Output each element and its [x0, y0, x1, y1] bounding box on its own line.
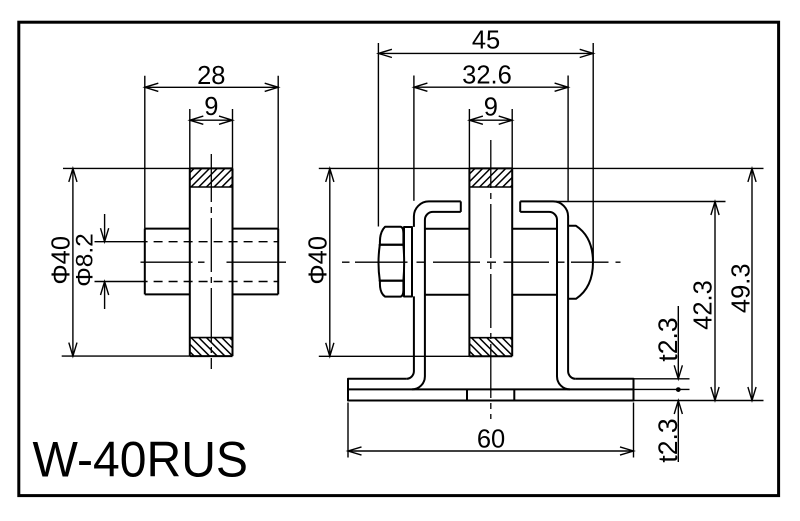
svg-text:28: 28	[197, 62, 225, 90]
svg-text:42.3: 42.3	[689, 280, 717, 330]
svg-text:Φ40: Φ40	[48, 236, 76, 285]
svg-text:t2.3: t2.3	[653, 418, 683, 462]
svg-text:9: 9	[484, 94, 498, 122]
svg-text:Φ40: Φ40	[304, 236, 332, 285]
svg-text:9: 9	[204, 93, 218, 121]
svg-text:32.6: 32.6	[462, 62, 512, 90]
svg-text:Φ8.2: Φ8.2	[72, 233, 99, 287]
svg-text:45: 45	[472, 27, 500, 55]
svg-text:t2.3: t2.3	[653, 317, 683, 361]
svg-text:49.3: 49.3	[728, 263, 756, 313]
svg-text:60: 60	[477, 426, 505, 454]
svg-text:W-40RUS: W-40RUS	[33, 432, 249, 488]
